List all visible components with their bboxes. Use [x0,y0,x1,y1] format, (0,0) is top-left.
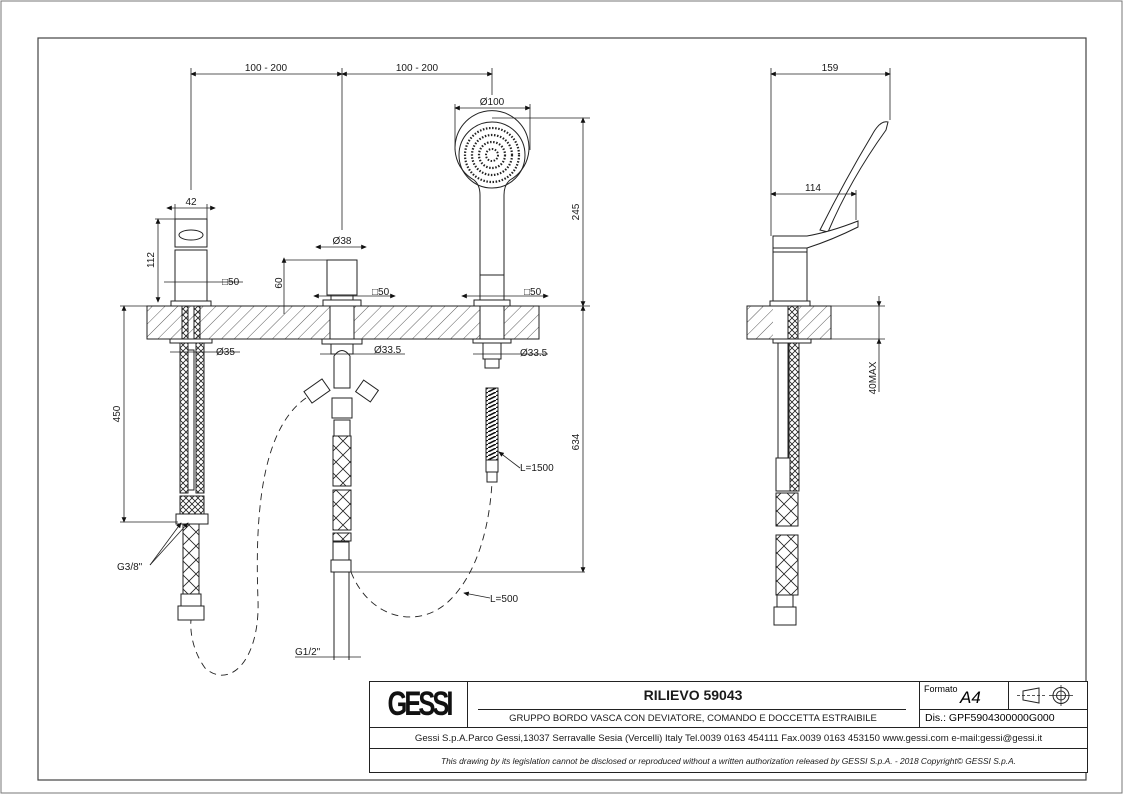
company-info: Gessi S.p.A.Parco Gessi,13037 Serravalle… [370,727,1087,749]
drawing-title: RILIEVO 59043 [643,687,743,703]
handle-width-label: 42 [185,197,197,208]
spacing-right-label: 100 - 200 [396,63,439,74]
side-view-body [769,121,889,626]
drawing-frame [37,37,1087,781]
total-below-label: 634 [571,433,582,450]
spacing-left-label: 100 - 200 [245,63,288,74]
diverter-pipe-label: Ø33.5 [374,345,402,356]
shower-head-dia-label: Ø100 [480,97,505,108]
side-deck-thickness-label: 40MAX [868,361,879,394]
thread-small-label: G3/8" [117,562,143,573]
flexible-hoses [190,397,493,676]
diverter-base-label: □50 [372,287,390,298]
shower-height-label: 245 [571,203,582,220]
diverter-height-label: 60 [274,277,285,289]
side-lever-depth-label: 114 [805,183,821,194]
hose-length-shower-label: L=1500 [520,463,554,474]
shower-pipe-label: Ø33.5 [520,348,548,359]
supply-length-label: 450 [112,405,123,422]
drawing-subtitle: GRUPPO BORDO VASCA CON DEVIATORE, COMAND… [509,713,877,724]
drawing-number: Dis.: GPF5904300000G000 [919,709,1086,727]
mixer-base-label: □50 [222,277,240,288]
mixer-body [169,218,213,621]
format-cell: Formato A4 [919,682,1009,710]
brand-logo-text: GESSI [387,685,453,723]
gessi-logo: GESSI [370,682,468,727]
shower-base-label: □50 [524,287,542,298]
first-angle-projection-icon [1017,685,1073,706]
copyright-notice: This drawing by its legislation cannot b… [370,748,1087,772]
mixer-height-label: 112 [146,252,157,268]
side-total-depth-label: 159 [822,63,839,74]
title-block: GESSI RILIEVO 59043 GRUPPO BORDO VASCA C… [369,681,1088,773]
format-value: A4 [960,688,981,707]
format-label: Formato [924,684,958,694]
thread-large-label: G1/2" [295,647,321,658]
projection-cell [1008,682,1087,710]
title-underline [478,709,906,710]
diverter-dia-label: Ø38 [333,236,352,247]
hose-length-connect-label: L=500 [490,594,519,605]
spacing-dimensions [190,68,493,230]
mixer-pipe-label: Ø35 [216,347,235,358]
